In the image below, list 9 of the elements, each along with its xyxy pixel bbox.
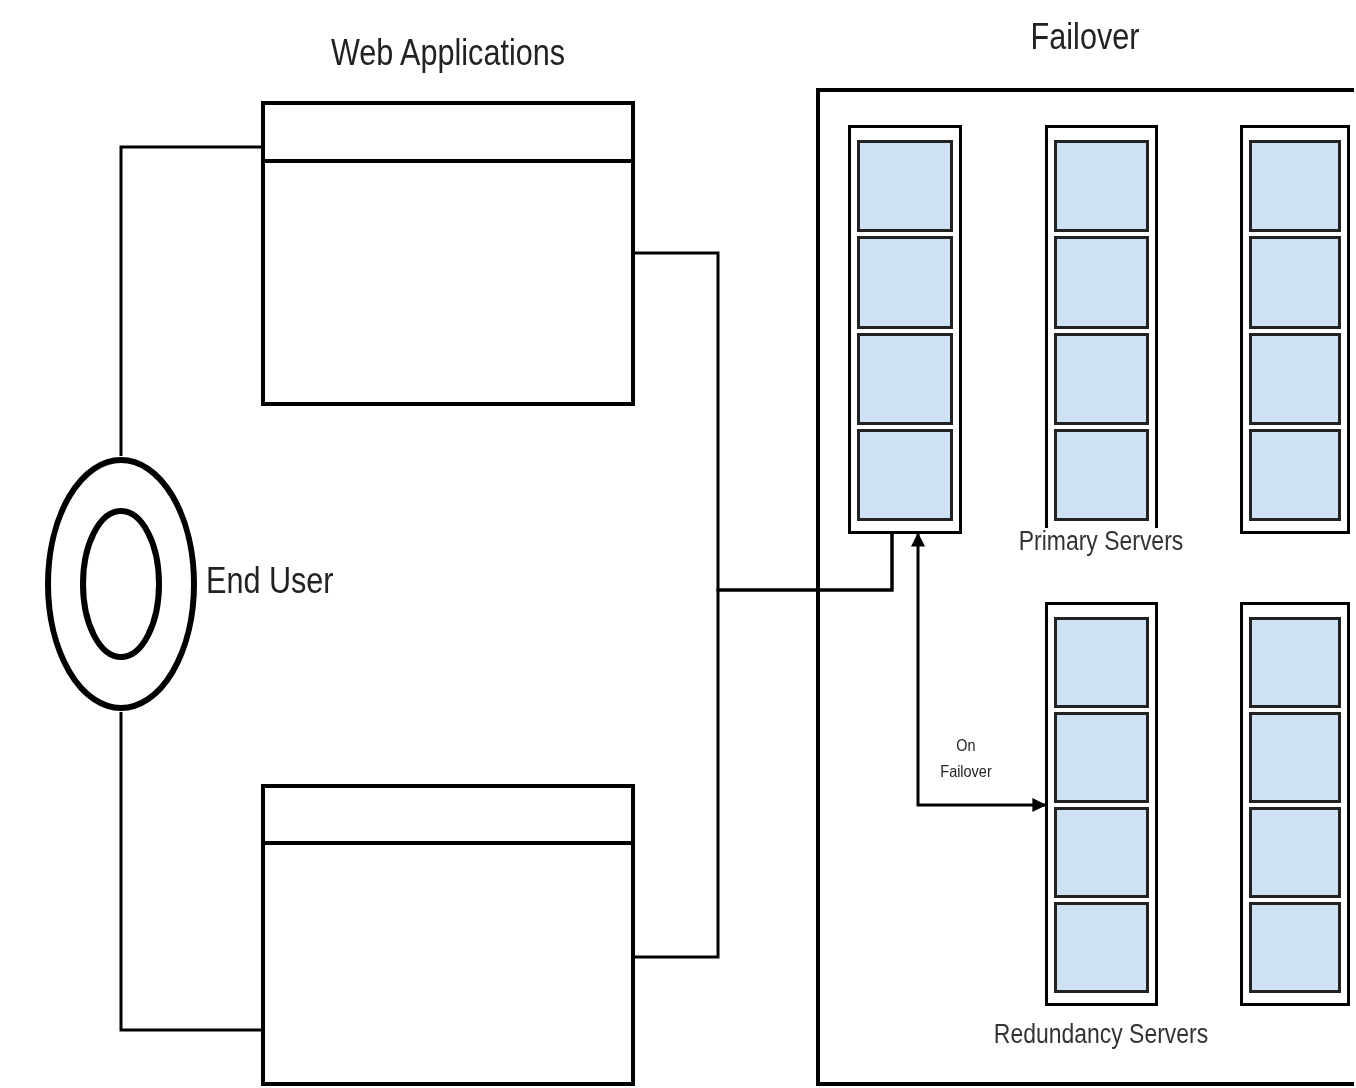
connector-line — [119, 145, 261, 456]
group-label: Redundancy Servers — [993, 1021, 1209, 1048]
actor-label: End User — [206, 560, 334, 602]
group-label: Primary Servers — [1018, 528, 1184, 555]
group-title: Failover — [1029, 16, 1141, 58]
group-title: Web Applications — [329, 32, 567, 74]
connector-line — [635, 534, 894, 959]
arrow — [911, 532, 1047, 812]
connector-line — [119, 712, 261, 1032]
